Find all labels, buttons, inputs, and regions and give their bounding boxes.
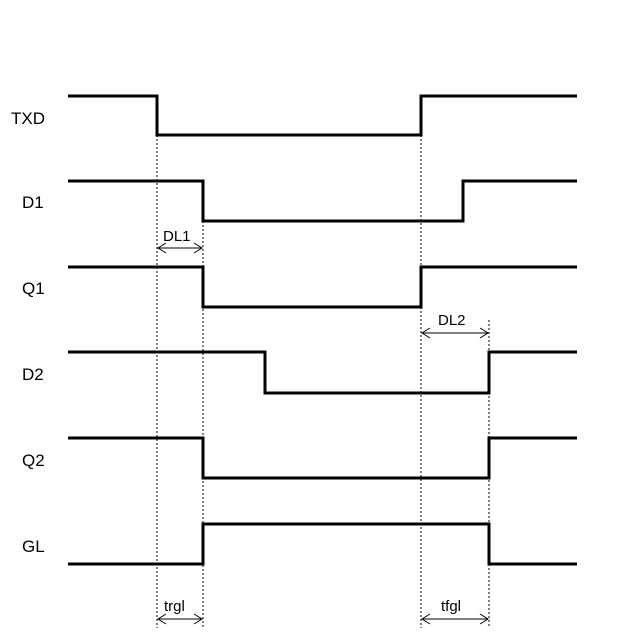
signal-label-d2: D2 [22,365,44,384]
waveform-q1 [68,267,577,307]
delay-marker-dl1: DL1 [158,228,202,253]
delay-marker-dl2: DL2 [422,312,488,338]
signal-label-q2: Q2 [22,451,45,470]
waveform-q2 [68,438,577,478]
signal-label-d1: D1 [22,193,44,212]
waveform-gl [68,524,577,564]
delay-label-tfgl: tfgl [441,598,461,615]
signal-label-q1: Q1 [22,279,45,298]
signal-label-txd: TXD [11,109,45,128]
delay-label-trgl: trgl [164,598,185,615]
waveform-txd [68,96,577,135]
signal-label-gl: GL [22,537,45,556]
delay-marker-trgl: trgl [158,598,202,624]
delay-label-dl1: DL1 [163,228,191,245]
waveform-d1 [68,181,577,221]
delay-marker-tfgl: tfgl [422,598,488,624]
delay-label-dl2: DL2 [438,312,466,329]
waveform-d2 [68,352,577,393]
